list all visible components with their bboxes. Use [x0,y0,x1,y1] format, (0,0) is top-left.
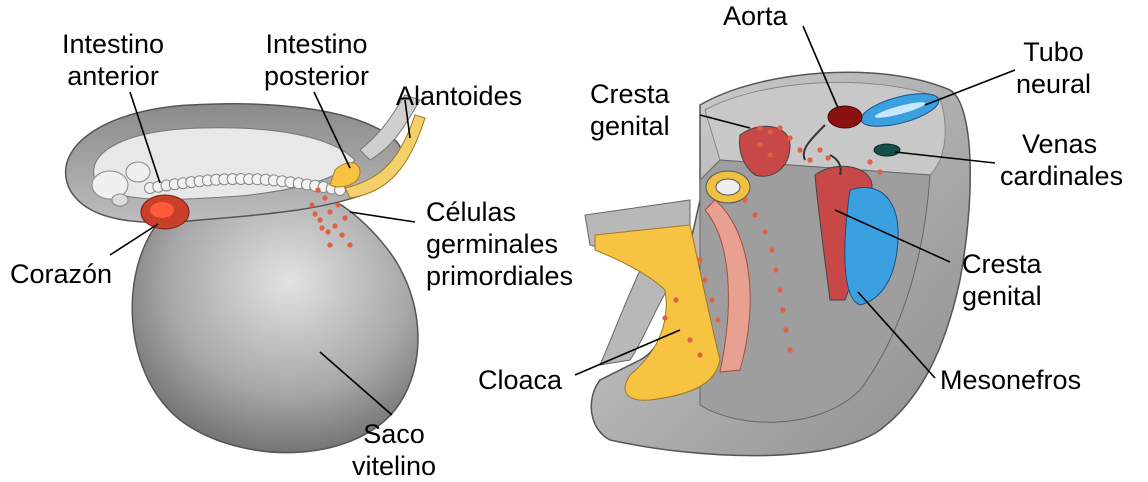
label-corazon: Corazón [10,258,112,290]
germ-cell [767,129,772,134]
germ-cell [715,317,720,322]
germ-cell [787,135,792,140]
germ-cell [757,125,762,130]
germ-cell [825,155,830,160]
germ-cell [867,159,872,164]
label-saco-vitelino: Sacovitelino [352,418,436,482]
yolk-sac [132,190,418,453]
label-mesonefros: Mesonefros [940,364,1081,396]
germ-cell [339,232,344,237]
germ-cell [347,242,352,247]
germ-cell [662,315,667,320]
germ-cell [757,142,762,147]
germ-cell [767,152,772,157]
germ-cell [687,337,692,342]
germ-cell [780,307,785,312]
label-cresta-genital-top: Crestagenital [590,78,670,142]
germ-cell [327,242,332,247]
germ-cell [327,209,332,214]
germ-cell [309,202,314,207]
germ-cell [777,125,782,130]
label-venas-cardinales: Venascardinales [1000,128,1123,192]
germ-cell [312,211,317,216]
germ-cell [742,197,747,202]
germ-cell [752,212,757,217]
label-alantoides: Alantoides [396,80,522,112]
germ-cell [325,229,330,234]
label-aorta: Aorta [723,0,788,32]
label-intestino-anterior: Intestinoanterior [62,28,164,92]
label-intestino-posterior: Intestinoposterior [264,28,369,92]
germ-cell [797,147,802,152]
germ-cell [342,215,347,220]
germ-cell [322,195,327,200]
germ-cell [335,202,340,207]
label-celulas-germinales: Célulasgerminalesprimordiales [426,196,573,292]
germ-cell [773,267,778,272]
heart [141,195,189,229]
label-cloaca: Cloaca [478,364,562,396]
germ-cell [332,223,337,228]
label-cresta-genital-right: Crestagenital [962,248,1042,312]
germ-cell [319,225,324,230]
label-tubo-neural: Tuboneural [1016,36,1091,100]
germ-cell [877,169,882,174]
germ-cell [762,229,767,234]
germ-cell [317,217,322,222]
germ-cell [787,347,792,352]
germ-cell [315,187,320,192]
cardinal-vein [874,144,900,156]
germ-cell [697,352,702,357]
germ-cell [777,287,782,292]
germ-cell [817,147,822,152]
germ-cell [783,327,788,332]
left-embryo [66,95,425,453]
germ-cell [673,297,678,302]
aorta [828,106,862,128]
germ-cell [697,257,702,262]
germ-cell [702,277,707,282]
germ-cell [709,297,714,302]
germ-cell [807,157,812,162]
germ-cell [769,247,774,252]
